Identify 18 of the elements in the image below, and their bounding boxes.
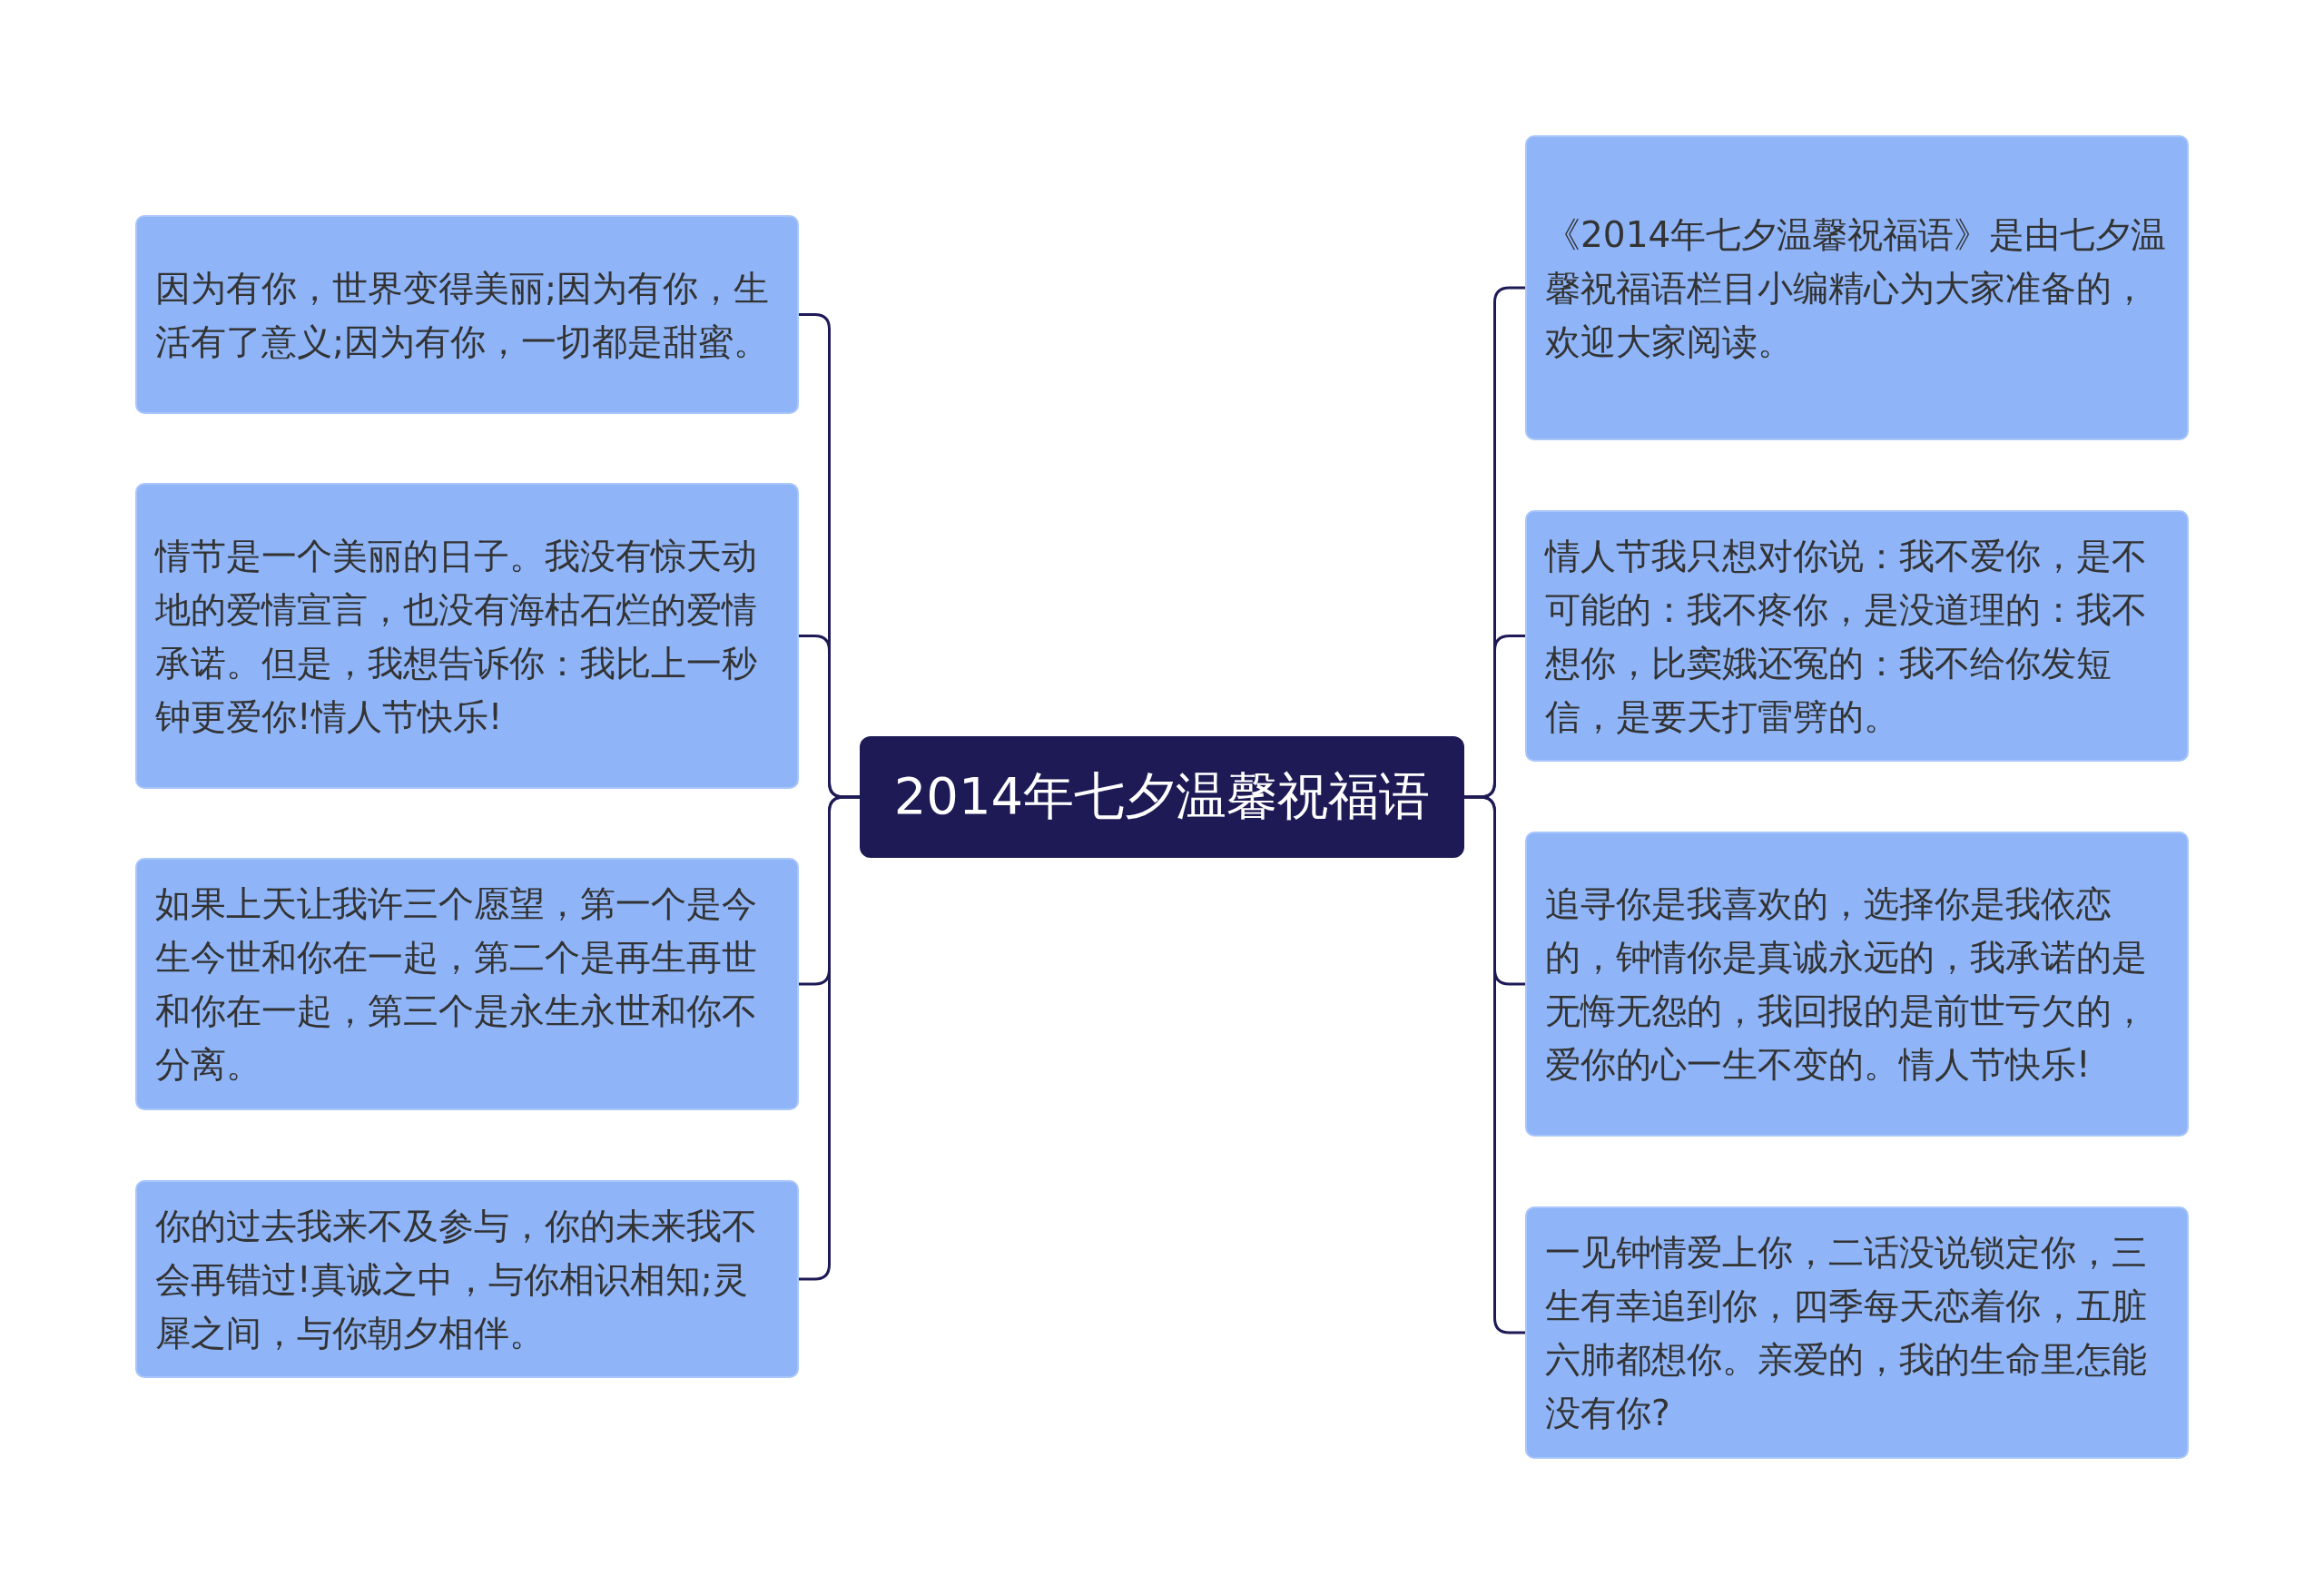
topic-box [135, 1180, 799, 1378]
topic-box [1525, 135, 2189, 440]
topic-text: 一见钟情爱上你，二话没说锁定你，三生有幸追到你，四季每天恋着你，五脏六肺都想你。亲爱的，我的生命里怎能没有你? [1545, 1231, 2148, 1435]
topic-box [1525, 1206, 2189, 1459]
topic-box [1525, 510, 2189, 762]
topic-box [1525, 832, 2189, 1137]
topic-text: 如果上天让我许三个愿望，第一个是今生今世和你在一起，第二个是再生再世和你在一起，第三个是永生永世和你不分离。 [155, 882, 758, 1087]
central-topic-text: 2014年七夕温馨祝福语 [893, 765, 1431, 827]
topic-text: 你的过去我来不及参与，你的未来我不会再错过!真诚之中，与你相识相知;灵犀之间，与你朝夕相伴。 [155, 1204, 758, 1355]
topic-text: 追寻你是我喜欢的，选择你是我依恋的，钟情你是真诚永远的，我承诺的是无悔无怨的，我回报的是前世亏欠的，爱你的心一生不变的。情人节快乐! [1545, 882, 2148, 1087]
topic-text: 情人节我只想对你说：我不爱你，是不可能的：我不疼你，是没道理的：我不想你，比窦娥还冤的：我不给你发短信，是要天打雷劈的。 [1545, 534, 2148, 739]
central-topic-box [860, 736, 1464, 858]
topic-text: 情节是一个美丽的日子。我没有惊天动地的爱情宣言，也没有海枯石烂的爱情承诺。但是，我想告诉你：我比上一秒钟更爱你!情人节快乐! [155, 534, 758, 739]
topic-box [135, 483, 799, 789]
topic-box [135, 215, 799, 414]
topic-box [135, 858, 799, 1110]
topic-text: 《2014年七夕温馨祝福语》是由七夕温馨祝福语栏目小编精心为大家准备的，欢迎大家阅读。 [1545, 212, 2168, 364]
topic-text: 因为有你，世界变得美丽;因为有你，生活有了意义;因为有你，一切都是甜蜜。 [155, 266, 771, 364]
